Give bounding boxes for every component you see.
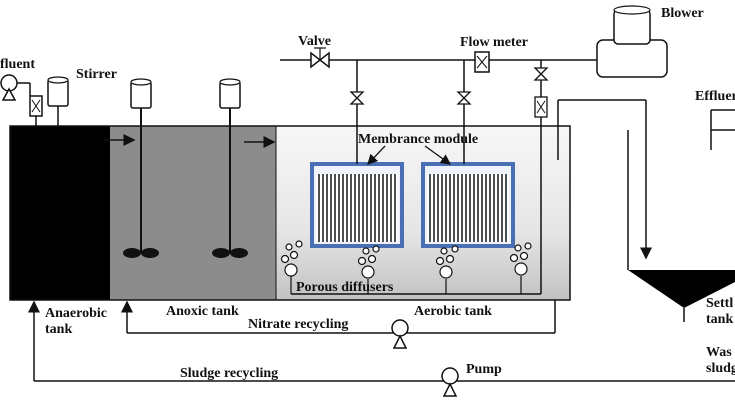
anoxic-tank [110,126,276,300]
settler-cone [628,270,735,308]
valve-label: Valve [298,34,331,49]
nitrate-pump-icon [391,319,409,337]
drop-valve-1 [349,91,365,105]
anaerobic-tank-label-line2: tank [45,322,73,337]
effluent-label: Effluer [695,89,735,104]
settling-tank-label-line1: Settl [706,296,734,311]
membrane-pointer-1 [367,145,386,165]
stirrer-blade-2b [141,248,159,258]
porous-diffusers-label: Porous diffusers [296,280,394,295]
waste-sludge-label-line2: sludg [706,361,735,376]
diffuser-3 [435,245,459,294]
membrane-module-2 [421,162,515,248]
influent-label: fluent [0,57,35,72]
blower-top [613,9,651,45]
membrane-module-label: Membrance module [358,132,479,147]
tank-outline [9,125,571,301]
pump-label: Pump [466,362,502,377]
diffuser-2 [357,245,380,294]
drop-valve-3 [533,67,549,81]
blower-base [596,39,668,78]
anoxic-tank-label: Anoxic tank [166,304,239,319]
stirrer-label: Stirrer [76,67,117,82]
aerobic-tank-label: Aerobic tank [414,304,492,319]
blower-label: Blower [661,6,704,21]
anaerobic-tank-label-line1: Anaerobic [45,306,107,321]
stirrer-blade-2a [123,248,141,258]
flow-meter-label: Flow meter [460,35,529,50]
drop-valve-2 [456,91,472,105]
diffuser-4 [509,242,532,294]
nitrate-recycling-label: Nitrate recycling [248,317,349,332]
diffuser-1 [280,240,303,294]
waste-sludge-label-line1: Was [706,345,732,360]
stirrer-motor-1 [47,79,69,107]
stirrer-blade-3a [212,248,230,258]
membrane-module-1 [310,162,404,248]
stirrer-motor-2 [130,81,152,109]
anaerobic-tank [10,126,110,300]
sludge-recycling-label: Sludge recycling [180,366,279,381]
stirrer-motor-3 [219,81,241,109]
settling-tank-label-line2: tank [706,312,734,327]
stirrer-blade-3b [230,248,248,258]
membrane-pointer-2 [424,145,452,165]
sludge-pump-icon [441,367,459,385]
